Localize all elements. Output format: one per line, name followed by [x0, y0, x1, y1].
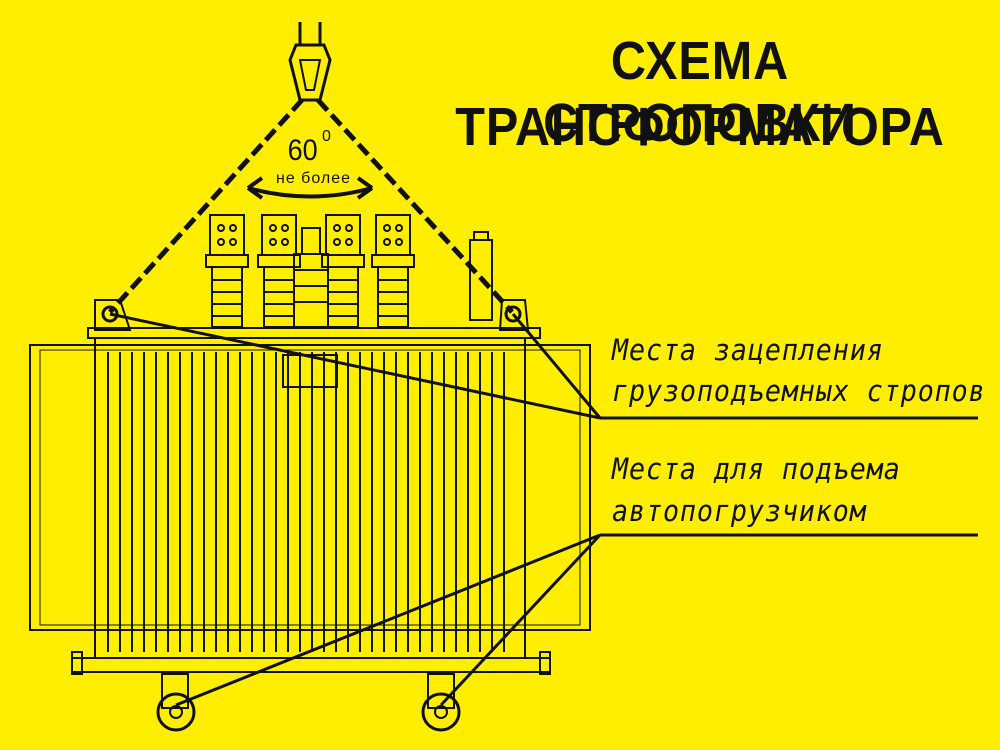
bushing-center [293, 227, 329, 328]
angle-value: 60 [287, 134, 318, 167]
radiator-fins [107, 352, 505, 652]
base-frame [71, 651, 551, 675]
callout-forklift-line2: автопогрузчиком [612, 494, 867, 528]
leader-lifting [109, 312, 978, 420]
tank-cover [87, 327, 541, 339]
oil-indicator [469, 231, 493, 321]
wheel-right [421, 673, 461, 732]
angle-degree: 0 [322, 128, 331, 145]
callout-forklift-line1: Места для подъема [612, 452, 901, 486]
crane-hook [288, 22, 332, 102]
bushing-3 [321, 214, 365, 328]
chain-slings [108, 98, 514, 314]
lifting-lug-right [498, 299, 530, 331]
angle-note: не более [276, 170, 352, 187]
angle-arrow [246, 176, 374, 200]
callout-lifting-line1: Места зацепления [612, 333, 884, 367]
bushing-1 [205, 214, 249, 328]
wheel-left [156, 673, 196, 732]
bushing-4 [371, 214, 415, 328]
leader-forklift [175, 533, 978, 707]
bushings [205, 214, 415, 328]
callout-lifting-line2: грузоподъемных стропов [612, 374, 986, 408]
page-title-line1: СХЕМА СТРОПОВКИ [543, 31, 857, 153]
tank-body [29, 337, 591, 659]
page-title-line2: ТРАНСФОРМАТОРА [455, 97, 945, 157]
